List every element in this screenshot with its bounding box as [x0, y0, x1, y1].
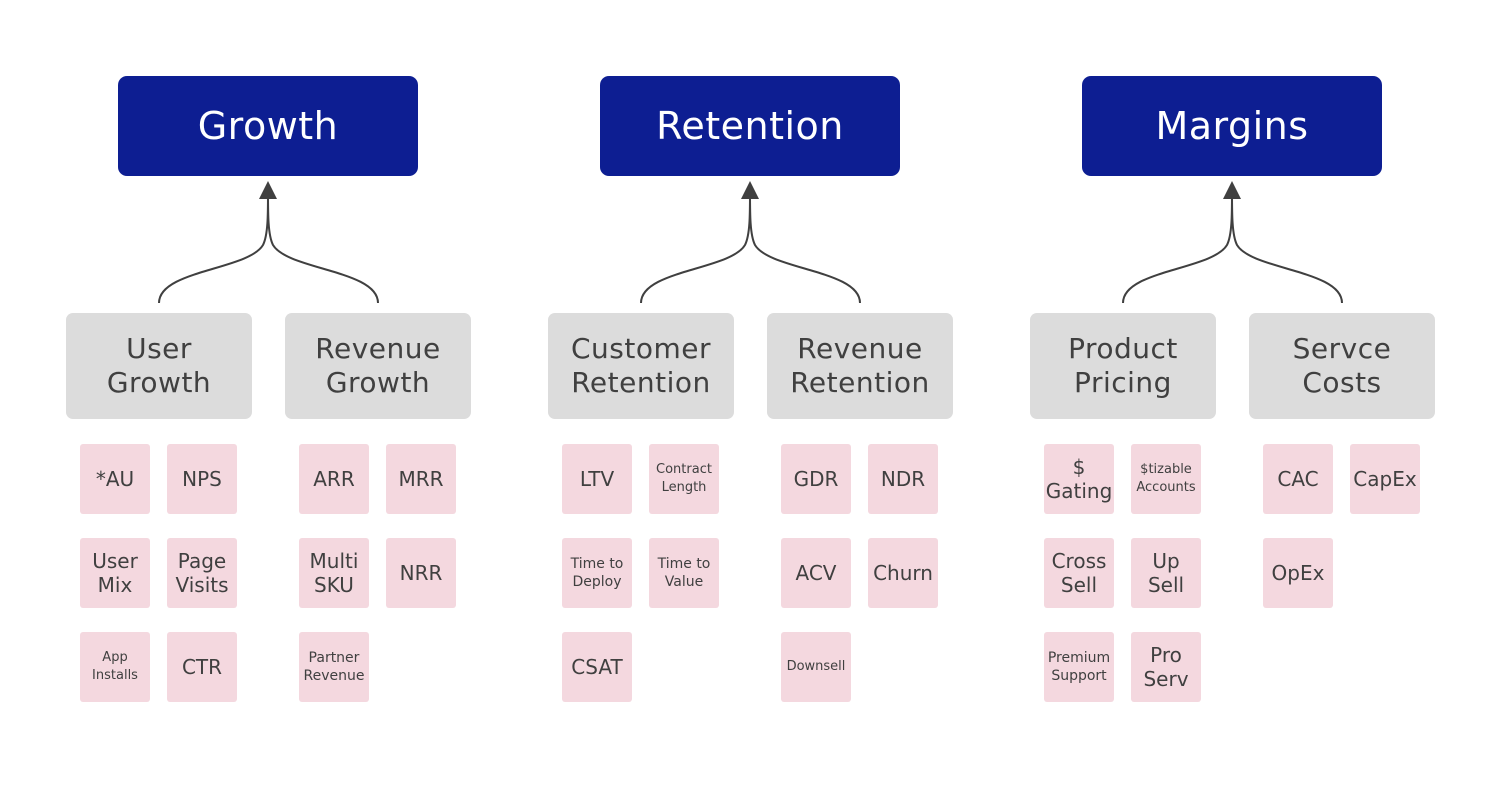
arrowhead-retention — [741, 181, 759, 199]
metric-up-sell: Up Sell — [1131, 538, 1201, 608]
arrowhead-growth — [259, 181, 277, 199]
metric-downsell: Downsell — [781, 632, 851, 702]
metric-nrr: NRR — [386, 538, 456, 608]
metric-partner-revenue: Partner Revenue — [299, 632, 369, 702]
connector-user-growth — [158, 191, 269, 304]
metric-ltv: LTV — [562, 444, 632, 514]
metric-tizable-accounts: $tizable Accounts — [1131, 444, 1201, 514]
metric-contract-length: Contract Length — [649, 444, 719, 514]
connector-servce-costs — [1231, 191, 1343, 304]
metric-nps: NPS — [167, 444, 237, 514]
metric-gdr: GDR — [781, 444, 851, 514]
metric-csat: CSAT — [562, 632, 632, 702]
metric-time-to-deploy: Time to Deploy — [562, 538, 632, 608]
connector-customer-retention — [640, 191, 751, 304]
connector-revenue-retention — [749, 191, 861, 304]
metric-ndr: NDR — [868, 444, 938, 514]
category-user-growth: User Growth — [66, 313, 252, 419]
metric-user-mix: User Mix — [80, 538, 150, 608]
metric-premium-support: Premium Support — [1044, 632, 1114, 702]
pillar-margins: Margins — [1082, 76, 1382, 176]
metric-arr: ARR — [299, 444, 369, 514]
metric-page-visits: Page Visits — [167, 538, 237, 608]
pillar-growth: Growth — [118, 76, 418, 176]
metric-acv: ACV — [781, 538, 851, 608]
category-revenue-growth: Revenue Growth — [285, 313, 471, 419]
category-customer-retention: Customer Retention — [548, 313, 734, 419]
metric-opex: OpEx — [1263, 538, 1333, 608]
pillar-retention: Retention — [600, 76, 900, 176]
metric-gating: $ Gating — [1044, 444, 1114, 514]
metric-cross-sell: Cross Sell — [1044, 538, 1114, 608]
connector-product-pricing — [1122, 191, 1233, 304]
metric-churn: Churn — [868, 538, 938, 608]
metric-au: *AU — [80, 444, 150, 514]
connector-revenue-growth — [267, 191, 379, 304]
metric-multi-sku: Multi SKU — [299, 538, 369, 608]
metric-mrr: MRR — [386, 444, 456, 514]
metric-app-installs: App Installs — [80, 632, 150, 702]
category-servce-costs: Servce Costs — [1249, 313, 1435, 419]
metric-capex: CapEx — [1350, 444, 1420, 514]
metric-time-to-value: Time to Value — [649, 538, 719, 608]
metric-cac: CAC — [1263, 444, 1333, 514]
metric-ctr: CTR — [167, 632, 237, 702]
category-product-pricing: Product Pricing — [1030, 313, 1216, 419]
metric-pro-serv: Pro Serv — [1131, 632, 1201, 702]
category-revenue-retention: Revenue Retention — [767, 313, 953, 419]
arrowhead-margins — [1223, 181, 1241, 199]
